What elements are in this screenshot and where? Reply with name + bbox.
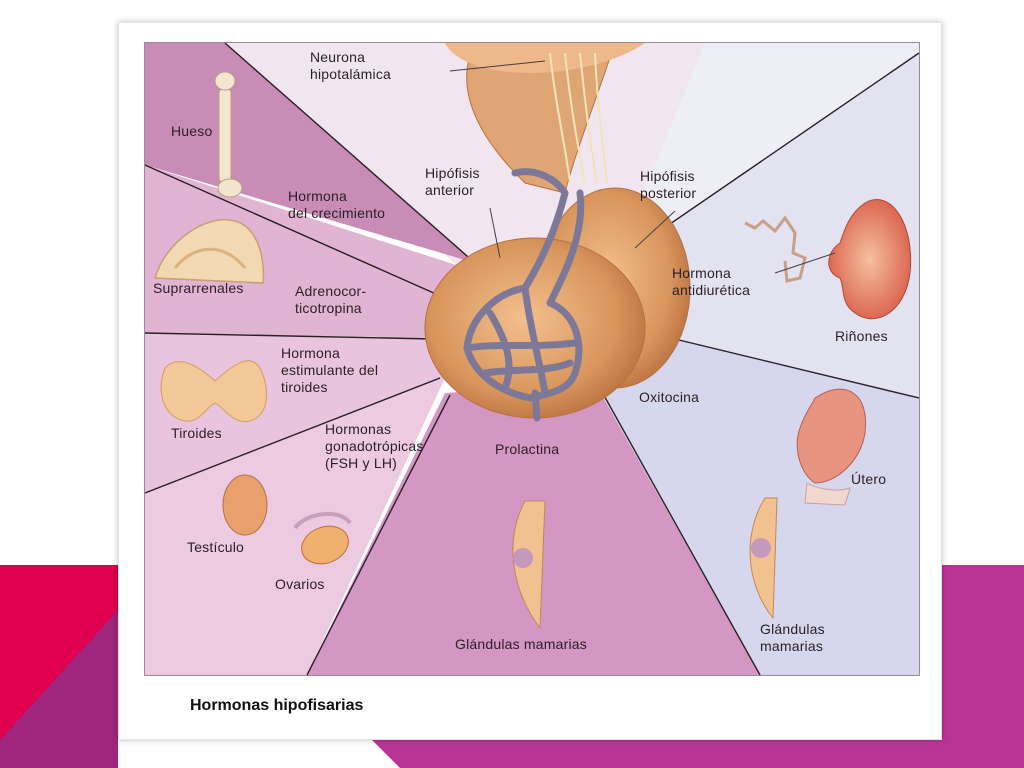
mammary-lobule (513, 548, 533, 568)
label-hipofisis-posterior: Hipófisis posterior (640, 168, 697, 201)
bottom-left-purple-triangle (0, 610, 118, 768)
divider-line (649, 332, 919, 399)
label-suprarrenales: Suprarrenales (153, 280, 244, 296)
label-adrenocorticotropina: Adrenocor- ticotropina (295, 283, 367, 316)
hypothalamus-stalk (466, 43, 616, 194)
uterus-cervix (804, 482, 851, 506)
sector-top (225, 43, 765, 283)
kidney-illustration (828, 199, 912, 320)
label-glandulas-mamarias-center: Glándulas mamarias (455, 636, 587, 652)
divider-line (145, 377, 441, 494)
sector-thyroid (145, 333, 445, 493)
ovary-illustration (301, 525, 349, 565)
divider-line (596, 382, 761, 675)
divider-line (145, 332, 436, 340)
label-rinones: Riñones (835, 328, 888, 344)
mammary-lobule (751, 538, 771, 558)
label-utero: Útero (851, 471, 887, 487)
label-hormonas-gonadotropicas: Hormonas gonadotrópicas (FSH y LH) (325, 421, 424, 471)
pituitary-hormones-diagram: Neurona hipotalámica Hueso Hormona del c… (144, 42, 920, 676)
diagram-artwork (145, 43, 919, 675)
mammary-gland-illustration-right (749, 497, 778, 620)
label-glandulas-mamarias-right: Glándulas mamarias (760, 621, 825, 654)
neuron-fibers (549, 52, 608, 184)
divider-line (634, 52, 919, 249)
portal-vessel-network (463, 168, 585, 422)
label-prolactina: Prolactina (495, 441, 560, 457)
label-tiroides: Tiroides (171, 425, 222, 441)
thyroid-illustration (160, 360, 268, 423)
divider-line (145, 164, 446, 299)
hypothalamus-top (445, 43, 645, 73)
uterus-illustration (796, 388, 867, 484)
figure-caption: Hormonas hipofisarias (190, 697, 364, 714)
sector-top-right (615, 43, 919, 263)
divider-line (306, 394, 451, 675)
label-hipofisis-anterior: Hipófisis anterior (425, 165, 480, 198)
label-hueso: Hueso (171, 123, 213, 139)
label-hormona-antidiuretica: Hormona antidiurética (672, 265, 751, 298)
label-oxitocina: Oxitocina (639, 389, 700, 405)
leader-lines (449, 60, 836, 274)
label-hormona-estimulante-tiroides: Hormona estimulante del tiroides (281, 345, 379, 395)
label-neurona-hipotalamica: Neurona hipotalámica (310, 49, 391, 82)
adrenal-gland-illustration (154, 218, 265, 284)
label-testiculo: Testículo (187, 539, 245, 555)
adrenal-detail (173, 247, 247, 269)
nephron-illustration (744, 215, 807, 283)
label-hormona-crecimiento: Hormona del crecimiento (288, 188, 386, 221)
sector-adrenal (145, 165, 475, 338)
bottom-purple-band (370, 738, 1024, 768)
divider-line (224, 43, 476, 264)
fallopian-tube (293, 511, 352, 530)
bone-illustration (214, 71, 243, 198)
testicle-illustration (222, 474, 268, 536)
label-ovarios: Ovarios (275, 576, 325, 592)
right-purple-band (940, 565, 1024, 768)
